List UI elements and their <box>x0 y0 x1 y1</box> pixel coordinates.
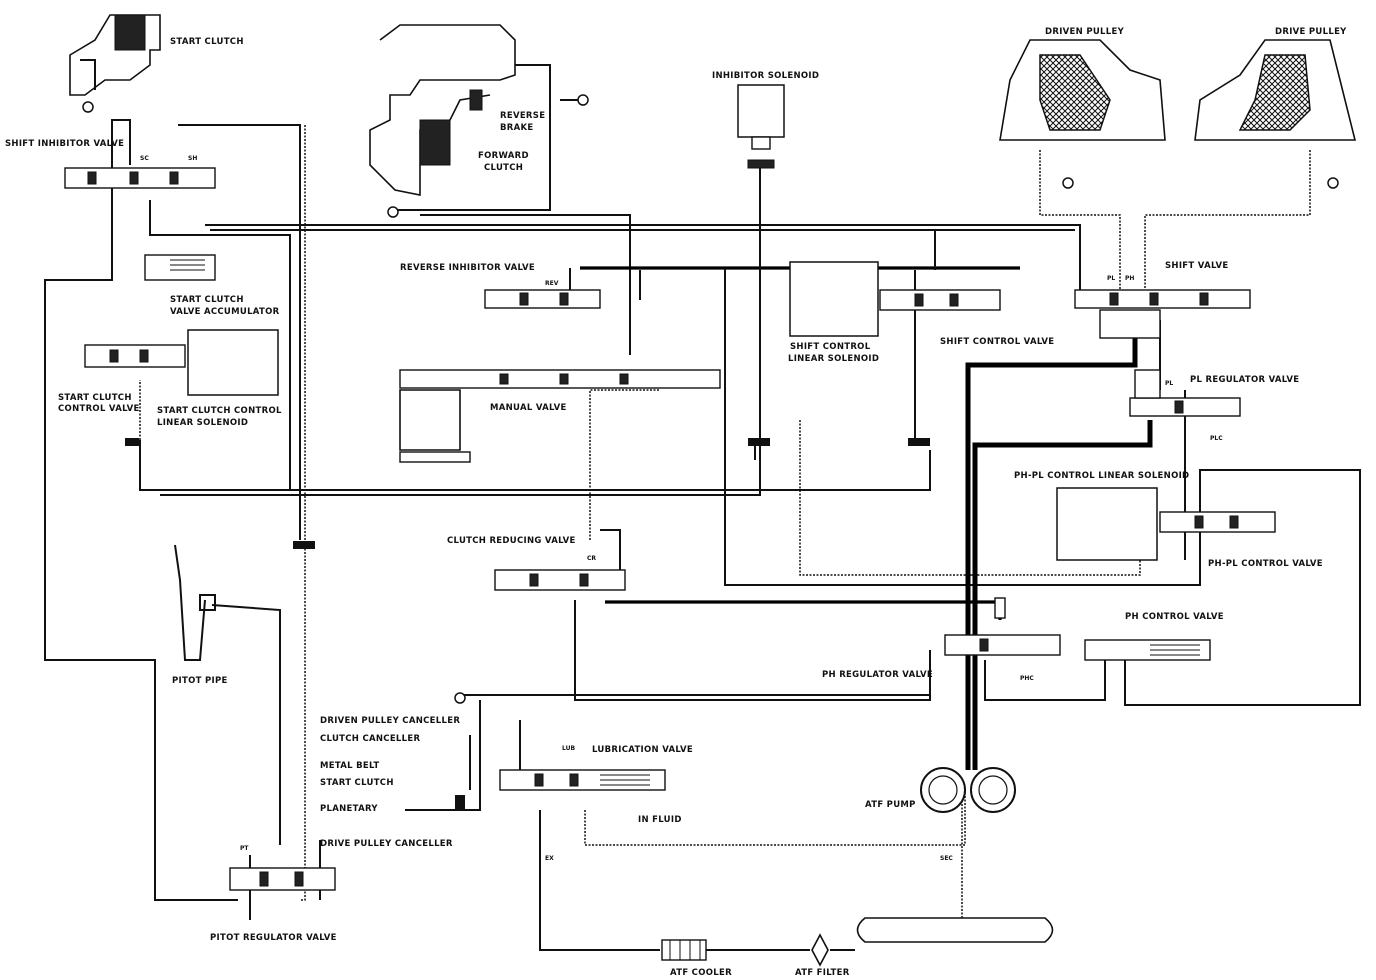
pitot-regulator-valve <box>229 867 336 891</box>
port-code: REV <box>545 280 559 287</box>
label-pitot-regulator-valve: PITOT REGULATOR VALVE <box>210 933 337 943</box>
port-code-labels: SC SH REV PL PH PL PLC CR PHC LUB SEC PT… <box>140 155 1223 862</box>
pressure-gauge-icon <box>1327 177 1339 189</box>
inhibitor-solenoid <box>737 84 785 169</box>
pitot-pipe <box>199 594 216 611</box>
label-in-fluid: IN FLUID <box>638 815 682 825</box>
start-clutch-control-valve <box>84 344 186 368</box>
pressure-gauge-icon <box>1062 177 1074 189</box>
start-clutch <box>69 14 161 96</box>
label-shift-control-valve: SHIFT CONTROL VALVE <box>940 337 1054 347</box>
ph-regulator-valve <box>944 597 1061 656</box>
orifice-markers <box>125 438 930 809</box>
pressure-gauge-icon <box>82 101 94 113</box>
manual-valve <box>399 369 721 463</box>
atf-strainer-reservoir <box>856 917 1054 943</box>
label-metal-belt: METAL BELT <box>320 761 379 771</box>
label-start-clutch-valve-accumulator-1: START CLUTCH <box>170 295 244 305</box>
port-code: PL <box>1107 275 1115 282</box>
label-start-clutch-control-linear-solenoid-1: START CLUTCH CONTROL <box>157 406 282 416</box>
label-start-clutch-control-linear-solenoid-2: LINEAR SOLENOID <box>157 418 248 428</box>
port-code: PT <box>240 845 249 852</box>
label-pl-regulator-valve: PL REGULATOR VALVE <box>1190 375 1299 385</box>
label-ph-pl-control-valve: PH-PL CONTROL VALVE <box>1208 559 1323 569</box>
label-reverse-brake-2: BRAKE <box>500 123 534 133</box>
label-shift-control-linear-solenoid-2: LINEAR SOLENOID <box>788 354 879 364</box>
pressure-gauge-icon <box>387 206 399 218</box>
pressure-gauge-icon <box>577 94 589 106</box>
shift-control-valve <box>879 289 1001 311</box>
atf-pump <box>920 767 1016 813</box>
lubrication-valve <box>499 769 666 791</box>
forward-clutch-reverse-brake <box>369 24 516 196</box>
label-driven-pulley: DRIVEN PULLEY <box>1045 27 1125 37</box>
label-pitot-pipe: PITOT PIPE <box>172 676 228 686</box>
port-code: LUB <box>562 745 575 752</box>
label-start-clutch-control-valve-1: START CLUTCH <box>58 393 132 403</box>
ph-pl-control-valve <box>1159 511 1276 533</box>
label-manual-valve: MANUAL VALVE <box>490 403 567 413</box>
shift-inhibitor-valve <box>64 167 216 189</box>
label-shift-control-linear-solenoid-1: SHIFT CONTROL <box>790 342 871 352</box>
hydraulic-lines <box>44 64 1361 951</box>
label-atf-cooler: ATF COOLER <box>670 968 732 978</box>
label-forward-clutch-2: CLUTCH <box>484 163 523 173</box>
label-reverse-inhibitor-valve: REVERSE INHIBITOR VALVE <box>400 263 535 273</box>
atf-filter <box>811 933 829 967</box>
label-shift-valve: SHIFT VALVE <box>1165 261 1228 271</box>
label-ph-regulator-valve: PH REGULATOR VALVE <box>822 670 933 680</box>
start-clutch-valve-accumulator <box>144 254 216 281</box>
label-reverse-brake-1: REVERSE <box>500 111 545 121</box>
port-code: PHC <box>1020 675 1034 682</box>
port-code: PL <box>1165 380 1173 387</box>
label-ph-control-valve: PH CONTROL VALVE <box>1125 612 1224 622</box>
start-clutch-control-linear-solenoid <box>187 329 279 396</box>
label-shift-inhibitor-valve: SHIFT INHIBITOR VALVE <box>5 139 124 149</box>
driven-pulley <box>999 39 1166 141</box>
port-code: SEC <box>940 855 953 862</box>
port-code: CR <box>587 555 596 562</box>
pl-regulator-valve <box>1129 369 1241 417</box>
port-code: PH <box>1125 275 1134 282</box>
label-start-clutch: START CLUTCH <box>170 37 244 47</box>
shift-valve <box>1074 289 1251 339</box>
label-start-clutch-valve-accumulator-2: VALVE ACCUMULATOR <box>170 307 280 317</box>
label-clutch-canceller: CLUTCH CANCELLER <box>320 734 420 744</box>
label-drive-pulley-canceller: DRIVE PULLEY CANCELLER <box>320 839 453 849</box>
port-code: EX <box>545 855 554 862</box>
label-atf-filter: ATF FILTER <box>795 968 850 978</box>
label-planetary: PLANETARY <box>320 804 378 814</box>
label-ph-pl-control-linear-solenoid: PH-PL CONTROL LINEAR SOLENOID <box>1014 471 1189 481</box>
label-driven-pulley-canceller: DRIVEN PULLEY CANCELLER <box>320 716 460 726</box>
label-drive-pulley: DRIVE PULLEY <box>1275 27 1347 37</box>
label-start-clutch-control-valve-2: CONTROL VALVE <box>58 404 140 414</box>
reverse-inhibitor-valve <box>484 289 601 309</box>
port-code: PLC <box>1210 435 1223 442</box>
port-code: SC <box>140 155 149 162</box>
label-start-clutch-lube: START CLUTCH <box>320 778 394 788</box>
label-lubrication-valve: LUBRICATION VALVE <box>592 745 693 755</box>
label-forward-clutch-1: FORWARD <box>478 151 529 161</box>
pressure-gauge-icon <box>454 692 466 704</box>
atf-cooler <box>661 939 707 961</box>
port-code: SH <box>188 155 197 162</box>
label-atf-pump: ATF PUMP <box>865 800 916 810</box>
ph-control-valve <box>1084 639 1211 661</box>
clutch-reducing-valve <box>494 569 626 591</box>
label-clutch-reducing-valve: CLUTCH REDUCING VALVE <box>447 536 576 546</box>
drive-pulley <box>1194 39 1357 141</box>
ph-pl-control-linear-solenoid <box>1056 487 1158 561</box>
shift-control-linear-solenoid <box>789 261 879 337</box>
component-labels: START CLUTCH SHIFT INHIBITOR VALVE REVER… <box>5 27 1347 978</box>
label-inhibitor-solenoid: INHIBITOR SOLENOID <box>712 71 819 81</box>
